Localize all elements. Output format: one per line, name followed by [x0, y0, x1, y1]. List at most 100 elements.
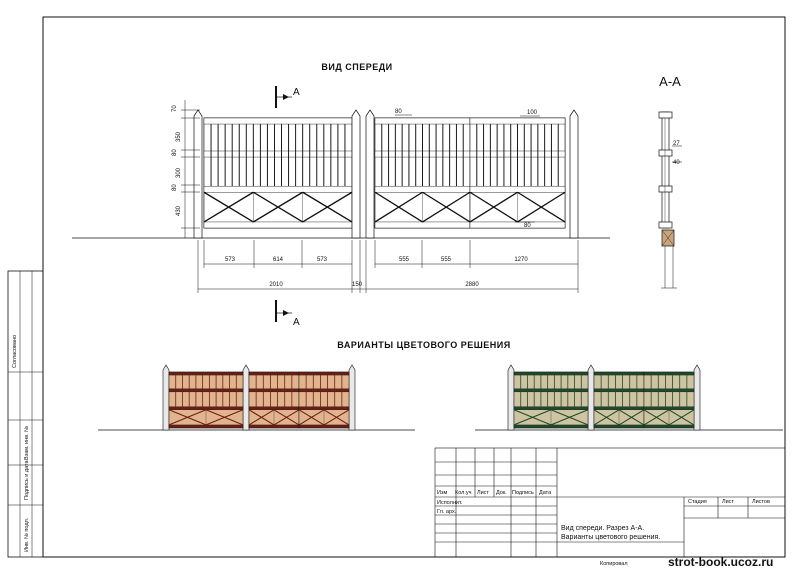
section-letter-top: А — [293, 87, 300, 98]
front-left-gate-rail — [203, 117, 353, 125]
tb-header-date: Дата — [539, 490, 552, 496]
vertical-dimension-chain — [181, 100, 200, 238]
dim-100-top: 100 — [527, 110, 538, 116]
vdim-430: 430 — [176, 205, 182, 216]
green-gate-left-rail — [513, 406, 589, 410]
section-aa-title: А-А — [659, 74, 681, 89]
green-gate-left-cross — [550, 409, 589, 426]
green-gate-right-rail — [643, 371, 695, 376]
vertical-dimension-labels: 70 350 80 300 80 430 — [172, 105, 182, 216]
horizontal-dimension-lines — [197, 240, 579, 293]
section-marker-top: А — [275, 86, 300, 108]
dim-2880: 2880 — [465, 282, 479, 288]
brown-post — [348, 364, 356, 431]
tb-description-1: Вид спереди. Разрез А-А. — [561, 525, 644, 532]
front-posts — [193, 109, 579, 239]
tb-role-chief: Гл. арх. — [437, 509, 457, 515]
dim-573-a: 573 — [225, 257, 236, 263]
front-right-gate-b-rail — [469, 185, 566, 193]
vdim-350: 350 — [176, 131, 182, 142]
section-dim-27: 27 — [673, 141, 680, 147]
section-dim-40: 40 — [673, 160, 680, 166]
tb-description-2: Варианты цветового решения. — [561, 534, 660, 541]
watermark: strot-book.ucoz.ru — [668, 555, 773, 569]
green-post — [587, 364, 595, 431]
section-marker-bottom: А — [275, 300, 300, 328]
brown-gate-left-rail — [168, 406, 244, 410]
brown-gate-right-cross — [323, 409, 350, 426]
green-gate-mid-cross — [618, 409, 645, 426]
front-left-gate-rail — [203, 185, 353, 193]
tb-header-sign: Подпись — [512, 490, 534, 496]
green-gate-right-rail — [643, 388, 695, 393]
front-left-panel — [203, 117, 353, 229]
green-gate-mid-rail — [593, 371, 645, 376]
dim-555-b: 555 — [441, 257, 452, 263]
front-left-gate-rail — [203, 150, 353, 158]
sheet-frame — [42, 16, 786, 558]
brown-gate-mid-cross — [248, 409, 275, 426]
front-right-gate-a-rail — [374, 221, 471, 229]
front-right-gate-b-rail — [469, 117, 566, 125]
section-letter-bottom: А — [293, 317, 300, 328]
green-gate-mid-rail — [593, 424, 645, 429]
green-gate-right-rail — [643, 406, 695, 410]
stamp-inv-replace: Взам. инв. № — [24, 426, 30, 460]
dim-573-b: 573 — [317, 257, 328, 263]
brown-gate-left-rail — [168, 371, 244, 376]
vdim-300: 300 — [176, 167, 182, 178]
green-gate-mid-rail — [593, 406, 645, 410]
brown-gate-left-cross — [168, 409, 207, 426]
vdim-80a: 80 — [172, 149, 178, 156]
brown-gate-left-rail — [168, 388, 244, 393]
brown-color-variant — [162, 364, 356, 431]
brown-gate-mid-cross — [273, 409, 300, 426]
green-gate-left-rail — [513, 424, 589, 429]
dim-2010: 2010 — [269, 282, 283, 288]
dim-80-bottom: 80 — [524, 223, 531, 229]
dim-1270: 1270 — [514, 257, 528, 263]
tb-header-kol: Кол.уч — [455, 490, 472, 496]
brown-gate-right-rail — [298, 424, 350, 429]
brown-gate-left-rail — [168, 424, 244, 429]
green-gate-mid-cross — [593, 409, 620, 426]
front-left-gate-cross — [203, 191, 254, 223]
brown-gate-right-cross — [298, 409, 325, 426]
brown-gate-right-rail — [298, 371, 350, 376]
top-small-dims — [395, 114, 540, 223]
tb-sheets: Листов — [752, 499, 770, 505]
front-left-gate-cross — [252, 191, 304, 223]
section-aa-view — [658, 111, 682, 289]
brown-gate-mid-rail — [248, 371, 300, 376]
brown-gate-mid-rail — [248, 424, 300, 429]
brown-post — [242, 364, 250, 431]
green-gate-left-cross — [513, 409, 552, 426]
dim-614: 614 — [273, 257, 284, 263]
dim-555-a: 555 — [399, 257, 410, 263]
dim-150: 150 — [352, 282, 363, 288]
front-left-gate-frame — [203, 117, 353, 229]
side-stamp: Согласовано Инв. № подл. Подпись и дата … — [7, 270, 44, 558]
vdim-70: 70 — [172, 105, 178, 112]
brown-gate-right-rail — [298, 388, 350, 393]
front-right-gate-a-rail — [374, 117, 471, 125]
green-gate-right-rail — [643, 424, 695, 429]
front-right-gate-a-cross — [422, 191, 471, 223]
vdim-80b: 80 — [172, 184, 178, 191]
tb-stage: Стадия — [688, 499, 707, 505]
front-right-panels — [374, 117, 566, 229]
front-right-gate-b-cross — [469, 191, 518, 223]
green-color-variant — [507, 364, 701, 431]
green-gate-right-cross — [668, 409, 695, 426]
brown-post — [162, 364, 170, 431]
front-right-gate-b-cross — [517, 191, 566, 223]
tb-copied: Копировал — [600, 561, 628, 567]
dim-80-top: 80 — [395, 109, 402, 115]
tb-sheet: Лист — [722, 499, 734, 505]
tb-role-performer: Исполнит. — [437, 500, 463, 506]
front-left-gate-cross — [302, 191, 353, 223]
green-post — [693, 364, 701, 431]
stamp-agreed: Согласовано — [12, 335, 18, 368]
brown-gate-mid-rail — [248, 406, 300, 410]
